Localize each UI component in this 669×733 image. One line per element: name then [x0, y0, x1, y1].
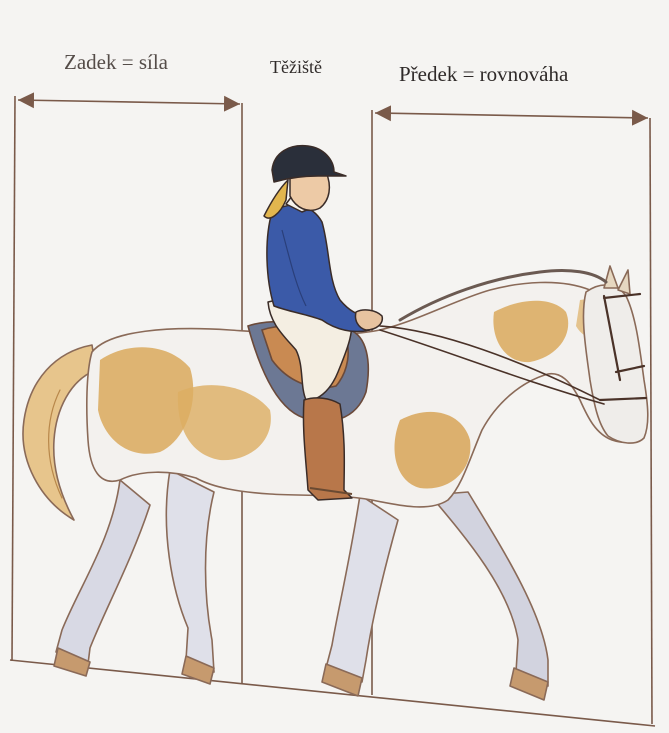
hind-left-boundary: [12, 96, 15, 661]
hindquarters-arrow: [18, 100, 240, 104]
forehand-label: Předek = rovnováha: [399, 62, 568, 87]
center-of-gravity-label: Těžiště: [270, 57, 322, 78]
front-leg-far: [430, 492, 548, 686]
front-right-boundary: [650, 118, 652, 724]
rider-hands: [355, 310, 382, 330]
forehand-arrow: [375, 113, 648, 118]
hind-leg-far: [56, 480, 150, 664]
hind-leg-near: [166, 470, 214, 672]
rider-helmet: [272, 146, 346, 182]
front-leg-near: [326, 495, 398, 682]
hindquarters-label: Zadek = síla: [64, 50, 168, 75]
